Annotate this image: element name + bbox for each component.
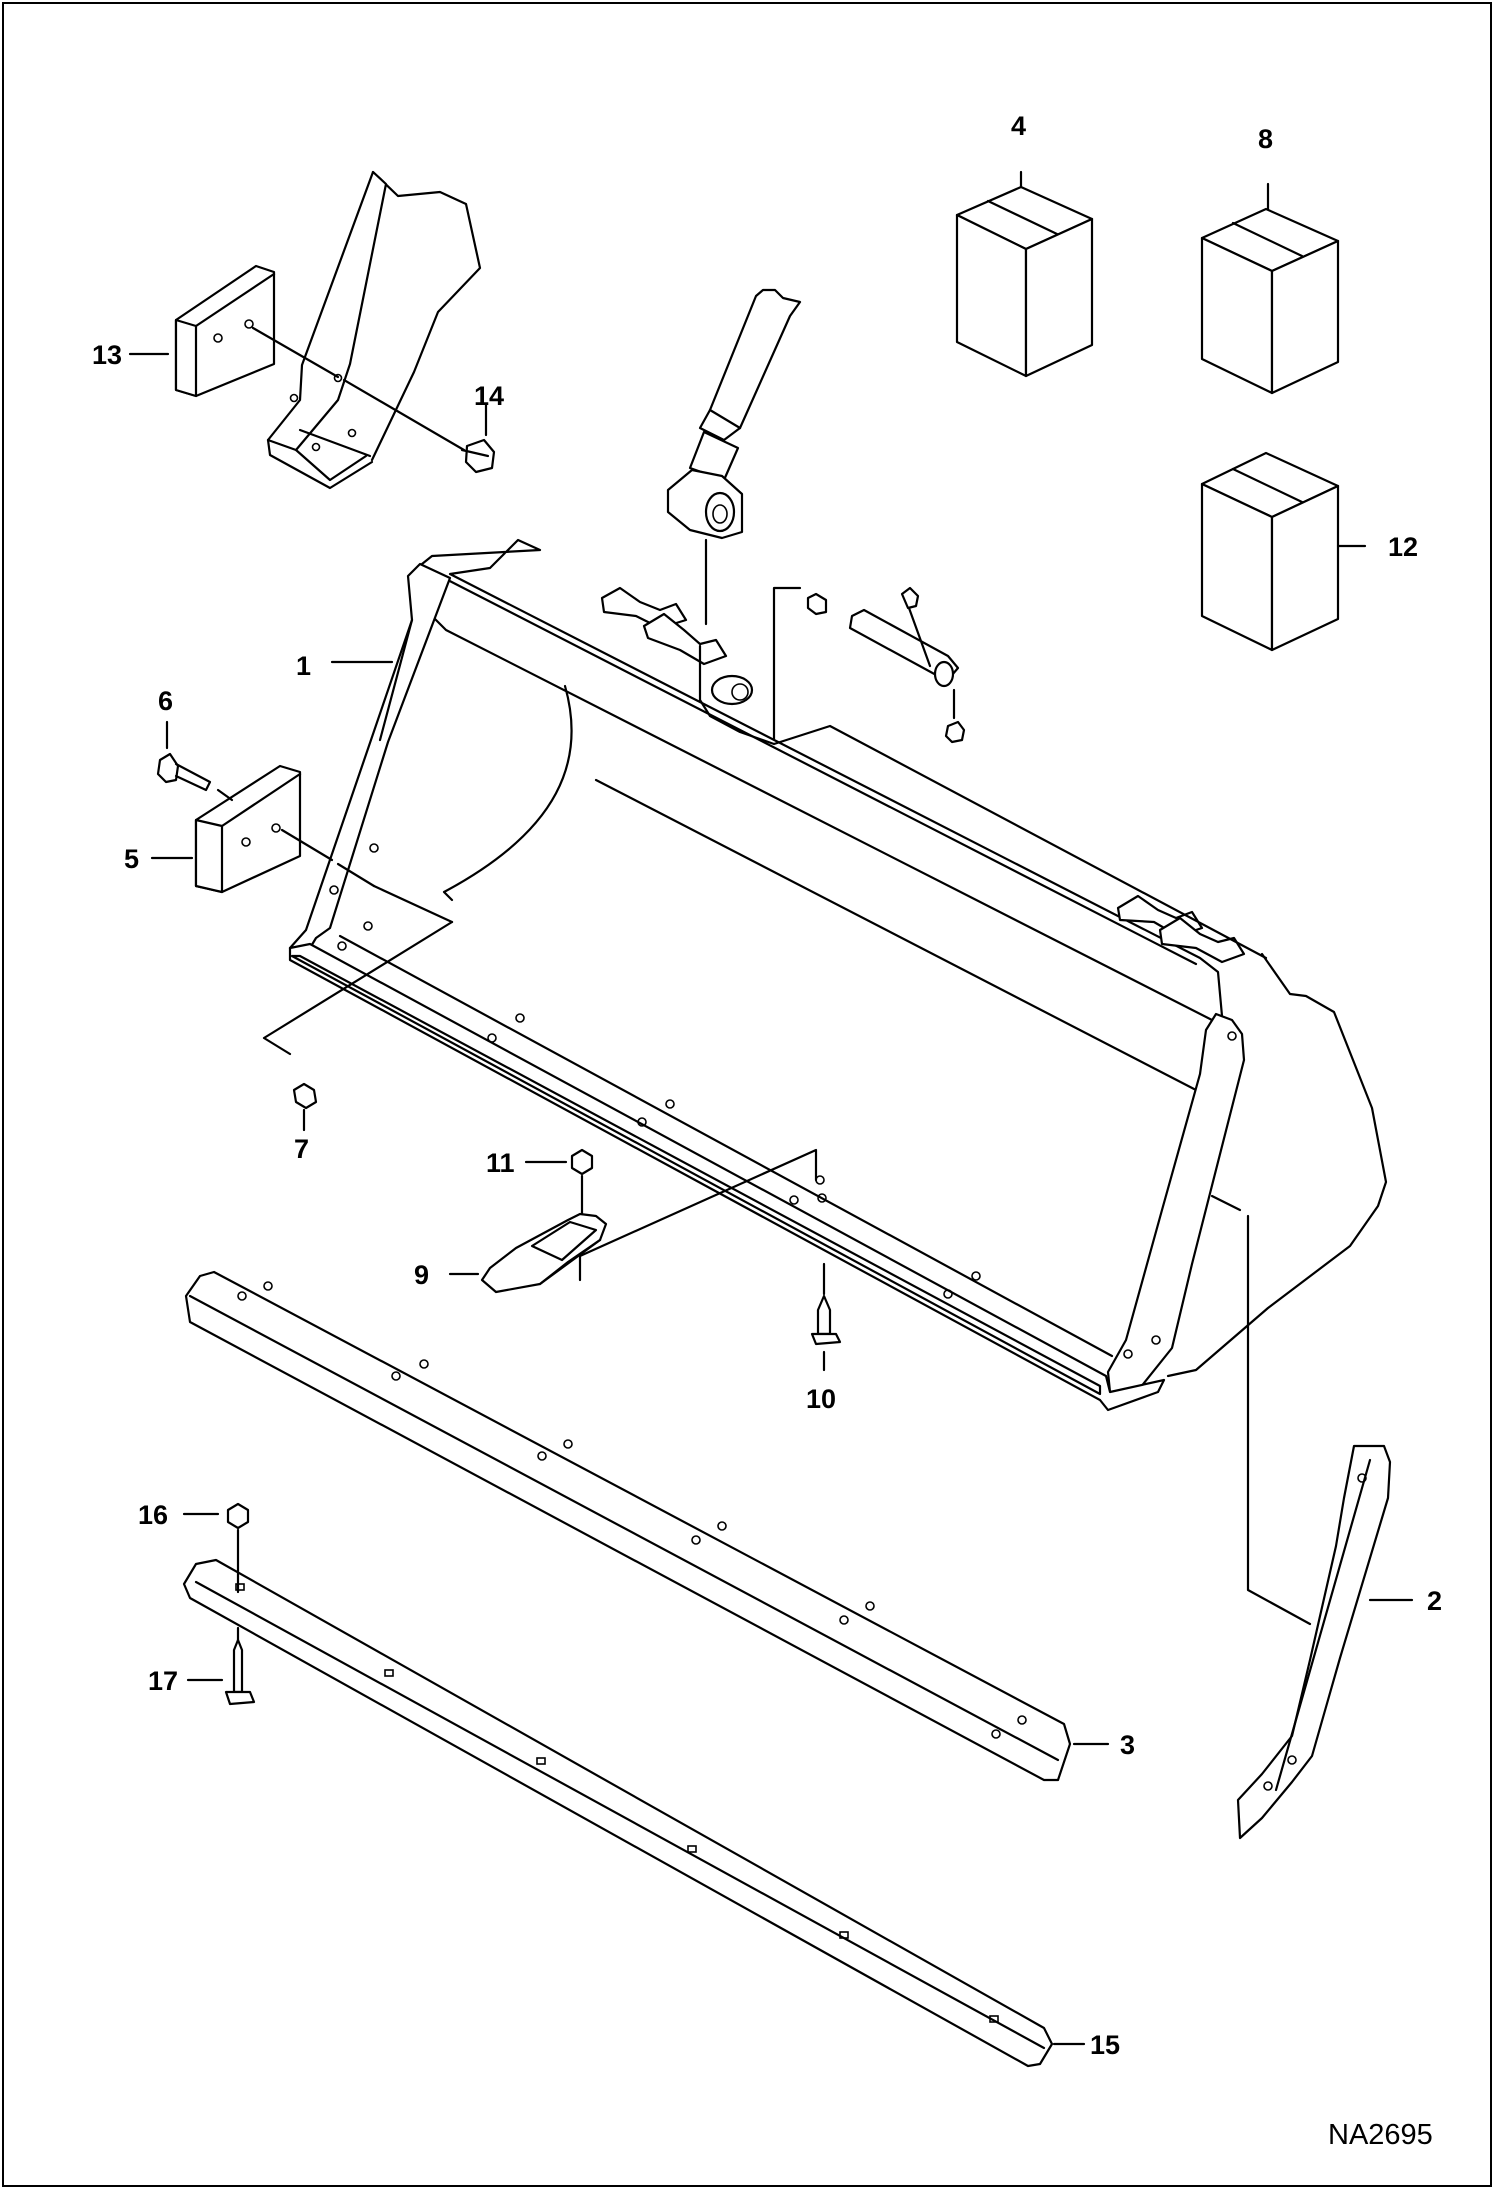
side-wear-pad-detail xyxy=(266,170,482,490)
bolt-17[interactable] xyxy=(186,1626,256,1706)
callout-17: 17 xyxy=(148,1666,178,1696)
figure-id: NA2695 xyxy=(1328,2119,1433,2151)
callout-11: 11 xyxy=(486,1148,515,1178)
callout-2: 2 xyxy=(1427,1586,1442,1616)
kit-box-4[interactable] xyxy=(955,170,1094,378)
nut-11[interactable] xyxy=(524,1148,594,1216)
wear-pad-13[interactable] xyxy=(128,264,466,452)
bolt-14[interactable] xyxy=(460,403,496,474)
cutting-edge-3[interactable] xyxy=(184,1270,1110,1782)
callout-14: 14 xyxy=(474,381,504,411)
tilt-cylinder xyxy=(666,288,802,626)
nut-7[interactable] xyxy=(262,884,454,1132)
wear-pad-5[interactable] xyxy=(150,764,376,894)
callout-8: 8 xyxy=(1258,124,1273,154)
callout-7: 7 xyxy=(294,1134,309,1164)
callout-1: 1 xyxy=(296,651,311,681)
callout-5: 5 xyxy=(124,844,139,874)
bolt-on-edge-15[interactable] xyxy=(182,1558,1086,2068)
kit-box-12[interactable] xyxy=(1200,451,1367,652)
kit-box-8[interactable] xyxy=(1200,182,1340,395)
bolt-10[interactable] xyxy=(810,1262,842,1372)
bucket-1[interactable] xyxy=(288,538,1388,1412)
callout-10: 10 xyxy=(806,1384,836,1414)
callout-16: 16 xyxy=(138,1500,168,1530)
pivot-pin-set xyxy=(744,586,966,744)
callout-9: 9 xyxy=(414,1260,429,1290)
callout-4: 4 xyxy=(1011,111,1026,141)
callout-13: 13 xyxy=(92,340,122,370)
callout-3: 3 xyxy=(1120,1730,1135,1760)
callout-12: 12 xyxy=(1388,532,1418,562)
callout-labels: 1 2 3 4 5 6 7 8 9 10 11 12 13 14 15 16 1… xyxy=(92,111,1442,2060)
callout-6: 6 xyxy=(158,686,173,716)
nut-16[interactable] xyxy=(182,1502,250,1594)
callout-15: 15 xyxy=(1090,2030,1120,2060)
tooth-9[interactable] xyxy=(448,1148,818,1294)
side-edge-2[interactable] xyxy=(1236,1214,1414,1840)
bolt-6[interactable] xyxy=(156,720,234,802)
